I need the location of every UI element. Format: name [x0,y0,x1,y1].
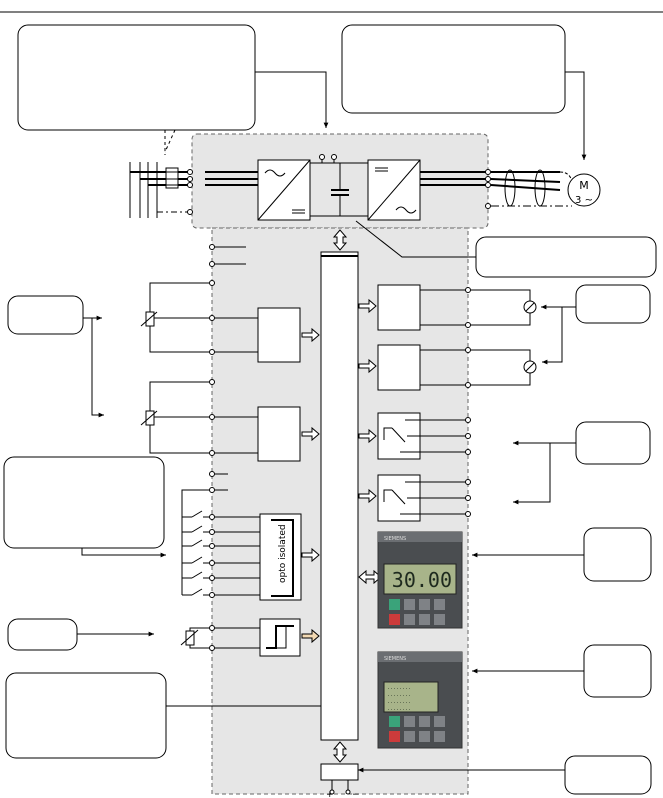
bop-brand: SIEMENS [384,536,406,542]
aop-run-icon[interactable] [389,716,400,727]
bop-panel: SIEMENS 30.00 [378,532,462,628]
callout-bop [584,528,651,581]
supply-block [321,764,358,780]
mains-input [130,130,193,218]
aop-brand: SIEMENS [384,656,406,662]
supply-plus: + [326,790,334,798]
callout-digital-inputs [4,457,164,548]
cpu-bus [321,252,358,740]
meter-icon [524,301,536,373]
motor-output [486,170,573,209]
adc-block-2 [258,407,300,461]
callout-supply [565,756,651,794]
aop-stop-icon[interactable] [389,731,400,742]
svg-text:........: ........ [387,699,411,705]
callout-motor-output [342,25,565,113]
svg-text:........: ........ [387,706,411,712]
adc-block-1 [258,308,300,362]
aop-panel: SIEMENS ........ ........ ........ .....… [378,652,462,748]
motor-phase: 3 ~ [575,195,593,206]
callout-cpu [6,673,166,758]
svg-text:........: ........ [387,692,411,698]
callout-analog-outputs [576,285,650,323]
callout-power-supply [18,25,255,130]
callout-ptc-input [8,619,77,650]
dac-block-2 [378,345,420,390]
up-icon[interactable] [434,599,445,610]
down-icon[interactable] [434,614,445,625]
supply-minus: − [352,790,360,798]
aop-up-icon[interactable] [434,716,445,727]
callout-analog-inputs [8,296,83,334]
svg-text:........: ........ [387,685,411,691]
dac-block-1 [378,285,420,330]
bop-display: 30.00 [392,568,452,592]
ptc-block [260,619,300,656]
callout-dc-link [476,237,656,277]
opto-label: opto isolated [278,524,288,583]
callout-aop [584,645,651,697]
run-icon[interactable] [389,599,400,610]
stop-icon[interactable] [389,614,400,625]
aop-down-icon[interactable] [434,731,445,742]
callout-relay-outputs [576,422,650,464]
motor-label: M [579,179,589,192]
